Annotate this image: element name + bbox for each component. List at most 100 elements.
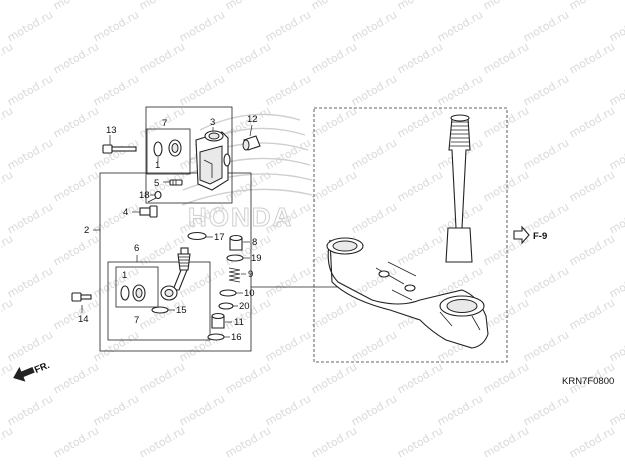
watermark-text: motod.ru xyxy=(607,72,625,108)
front-arrow-icon xyxy=(13,366,35,382)
callout-1-bottom: 1 xyxy=(122,270,127,281)
watermark-text: motod.ru xyxy=(223,424,273,460)
callout-2: 2 xyxy=(84,225,89,236)
plug-8 xyxy=(229,234,243,251)
watermark-text: motod.ru xyxy=(349,8,399,44)
callout-11: 11 xyxy=(234,317,244,328)
valve-body-3 xyxy=(195,130,231,191)
watermark-text: motod.ru xyxy=(349,72,399,108)
watermark-text: motod.ru xyxy=(5,392,55,428)
banjo-fitting-6 xyxy=(160,247,191,301)
watermark-text: motod.ru xyxy=(481,40,531,76)
bolt-13 xyxy=(102,144,137,154)
assembly-frame-2 xyxy=(99,172,252,352)
watermark-text: motod.ru xyxy=(309,104,359,140)
part-callouts: 13 7 3 12 1 5 18 4 2 6 17 8 19 9 1 10 20… xyxy=(78,114,262,343)
callout-12: 12 xyxy=(247,114,258,125)
watermark-text: motod.ru xyxy=(223,0,273,13)
watermark-text: motod.ru xyxy=(607,8,625,44)
watermark-text: motod.ru xyxy=(395,232,445,268)
o-ring-10 xyxy=(219,289,237,297)
watermark-text: motod.ru xyxy=(177,72,227,108)
watermark-text: motod.ru xyxy=(309,296,359,332)
watermark-text: motod.ru xyxy=(567,0,617,13)
callout-17: 17 xyxy=(214,232,225,243)
watermark-text: motod.ru xyxy=(567,232,617,268)
watermark-text: motod.ru xyxy=(5,72,55,108)
watermark-text: motod.ru xyxy=(177,392,227,428)
watermark-text: motod.ru xyxy=(223,40,273,76)
watermark-text: motod.ru xyxy=(137,0,187,13)
reference-label[interactable]: F-9 xyxy=(533,231,547,242)
watermark-text: motod.ru xyxy=(607,264,625,300)
watermark-text: motod.ru xyxy=(521,8,571,44)
o-ring-19 xyxy=(226,254,244,262)
callout-8: 8 xyxy=(252,237,257,248)
watermark-text: motod.ru xyxy=(5,8,55,44)
watermark-text: motod.ru xyxy=(349,136,399,172)
watermark-text: motod.ru xyxy=(91,8,141,44)
watermark-text: motod.ru xyxy=(435,392,485,428)
steering-stem-frame xyxy=(313,107,508,363)
watermark-text: motod.ru xyxy=(0,40,15,76)
watermark-text: motod.ru xyxy=(309,40,359,76)
watermark-text: motod.ru xyxy=(395,104,445,140)
watermark-text: motod.ru xyxy=(51,40,101,76)
watermark-text: motod.ru xyxy=(263,264,313,300)
watermark-text: motod.ru xyxy=(607,392,625,428)
subkit-frame-7-bottom xyxy=(115,266,159,308)
seal-ring-1-bottom xyxy=(120,285,130,301)
watermark-text: motod.ru xyxy=(309,424,359,460)
watermark-text: motod.ru xyxy=(349,392,399,428)
watermark-text: motod.ru xyxy=(0,232,15,268)
watermark-text: motod.ru xyxy=(5,328,55,364)
callout-10: 10 xyxy=(244,288,255,299)
watermark-text: motod.ru xyxy=(91,328,141,364)
watermark-text: motod.ru xyxy=(395,0,445,13)
watermark-text: motod.ru xyxy=(263,8,313,44)
callout-3: 3 xyxy=(210,117,215,128)
watermark-text: motod.ru xyxy=(51,360,101,396)
plug-11 xyxy=(211,312,225,329)
callout-20: 20 xyxy=(239,301,250,312)
watermark-text: motod.ru xyxy=(309,360,359,396)
watermark-text: motod.ru xyxy=(51,296,101,332)
cap-12 xyxy=(242,135,261,151)
watermark-text: motod.ru xyxy=(51,104,101,140)
watermark-text: motod.ru xyxy=(5,264,55,300)
watermark-text: motod.ru xyxy=(309,168,359,204)
watermark-text: motod.ru xyxy=(263,136,313,172)
watermark-text: motod.ru xyxy=(435,72,485,108)
callout-4: 4 xyxy=(123,207,128,218)
watermark-text: motod.ru xyxy=(0,0,15,13)
callout-13: 13 xyxy=(106,125,117,136)
subkit-frame-7-top xyxy=(146,128,191,175)
assembly-frame-6 xyxy=(107,261,211,341)
watermark-text: motod.ru xyxy=(567,168,617,204)
watermark-text: motod.ru xyxy=(91,392,141,428)
watermark-text: motod.ru xyxy=(395,40,445,76)
watermark-text: motod.ru xyxy=(481,0,531,13)
watermark-text: motod.ru xyxy=(481,168,531,204)
o-ring-17 xyxy=(187,231,207,241)
watermark-text: motod.ru xyxy=(349,200,399,236)
watermark-text: motod.ru xyxy=(137,40,187,76)
watermark-text: motod.ru xyxy=(395,168,445,204)
watermark-text: motod.ru xyxy=(177,8,227,44)
callout-7-bottom: 7 xyxy=(134,315,139,326)
diagram-code: KRN7F0800 xyxy=(562,376,614,387)
watermark-text: motod.ru xyxy=(91,200,141,236)
watermark-text: motod.ru xyxy=(0,424,15,460)
watermark-text: motod.ru xyxy=(177,328,227,364)
callout-18: 18 xyxy=(139,190,150,201)
bottom-bridge xyxy=(326,237,489,349)
steering-stem xyxy=(445,114,473,263)
reference-f9[interactable]: F-9 xyxy=(513,225,547,245)
watermark-text: motod.ru xyxy=(481,360,531,396)
watermark-text: motod.ru xyxy=(51,0,101,13)
watermark-text: motod.ru xyxy=(263,392,313,428)
bleeder-5 xyxy=(169,179,183,186)
watermark-text: motod.ru xyxy=(5,136,55,172)
watermark-text: motod.ru xyxy=(521,392,571,428)
